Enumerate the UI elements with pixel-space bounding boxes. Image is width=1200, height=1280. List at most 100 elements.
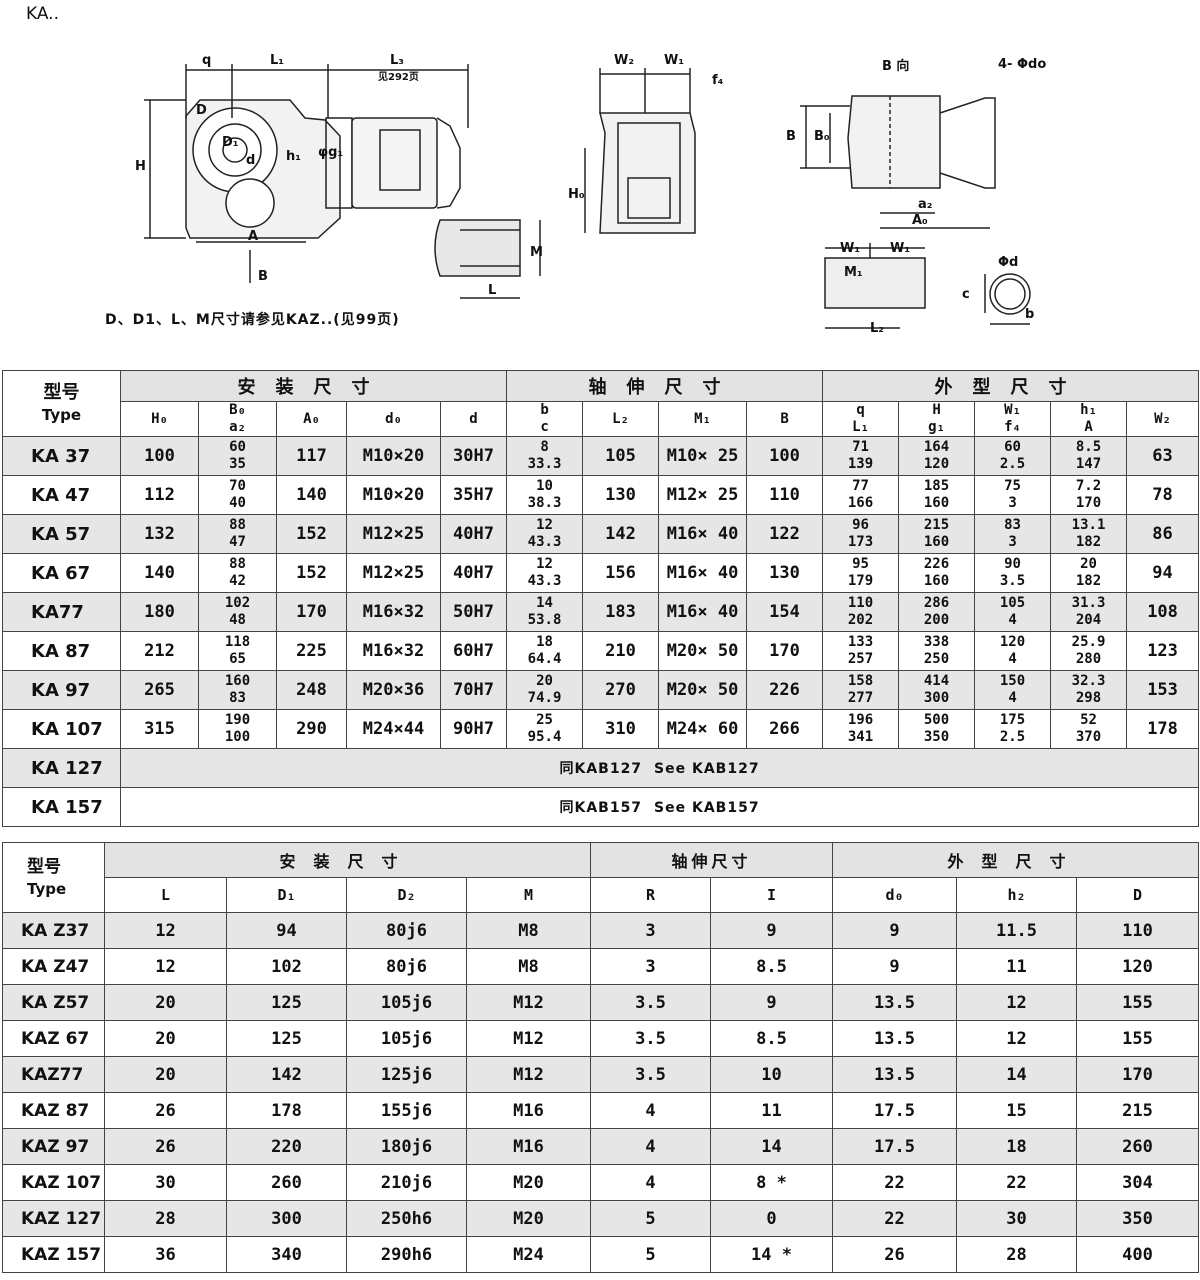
cell-value: 185 [923,478,950,494]
table-cell: 10 [710,1056,834,1093]
cell-value: 38.3 [527,495,562,511]
table-cell: 105j6 [346,984,467,1021]
cell-value: 20 [536,673,553,689]
row-type: KA 157 [2,787,121,827]
cell-value: 20 [1080,556,1097,572]
label-A: A [248,229,258,244]
row-type: KA Z57 [2,984,105,1021]
column-header-stack: d₀ [348,411,440,428]
table-cell: 340 [226,1236,347,1273]
table-cell: 215 [1076,1092,1200,1129]
type-header-2-cn: 型号 [27,856,61,877]
table-cell: 17.5 [832,1128,958,1165]
table-cell: 300 [226,1200,347,1237]
merged-reference: 同KAB127 See KAB127 [119,748,1200,788]
row-type: KA Z37 [2,912,105,949]
column-header-stack: A₀ [278,411,346,428]
column-header: B [746,401,824,437]
table-cell: 3 [590,912,712,949]
cell-value: 25 [536,712,553,728]
cell-value: 3 [1008,495,1017,511]
table-cell: 210 [582,631,660,671]
cell-value: 4 [1008,651,1017,667]
table-cell: 70H7 [439,670,508,710]
table-cell: M12× 25 [658,475,748,515]
table-cell: M10×20 [346,475,441,515]
row-type: KA 47 [2,475,121,515]
label-phid: Φd [998,255,1018,270]
table-cell: 105 [582,436,660,476]
table-cell: M12 [465,1056,592,1093]
column-header-stack: B [748,411,822,428]
table-cell: 30H7 [439,436,508,476]
merged-reference-en: See KAB157 [654,800,760,816]
cell-value: 42 [229,573,246,589]
cell-value: 226 [923,556,950,572]
row-type: KA 97 [2,670,121,710]
table-cell: 26 [104,1128,227,1165]
table-cell: 210j6 [346,1164,467,1201]
table-cell: 22 [956,1164,1078,1201]
column-header-text: h₁ [1080,402,1097,419]
cell-value: 147 [1075,456,1102,472]
merged-reference-en: See KAB127 [654,761,760,777]
table-cell: 112 [120,475,199,515]
table-cell: 94 [226,912,347,949]
column-header: M [465,877,592,913]
label-d: d [246,153,255,168]
label-f4: f₄ [712,73,724,88]
table-cell: 4 [590,1128,712,1165]
table-cell: 350 [1076,1200,1200,1237]
table-cell: 3.5 [590,1056,712,1093]
table-cell: 30 [104,1164,227,1201]
column-header-text: c [540,419,549,435]
cell-value: 215 [923,517,950,533]
table-cell: M20× 50 [658,670,748,710]
cell-value: 2.5 [999,729,1026,745]
table-cell: 12 [956,984,1078,1021]
row-type: KA 57 [2,514,121,554]
cell-value: 298 [1075,690,1102,706]
label-A0: A₀ [912,213,928,228]
table-cell: M10×20 [346,436,441,476]
table-cell: M20× 50 [658,631,748,671]
cell-value: 118 [224,634,251,650]
type-header-cn: 型号 [43,381,80,403]
column-header-text: M₁ [694,410,711,427]
table-cell: 22 [832,1164,958,1201]
cell-value: 74.9 [527,690,562,706]
merged-reference-cn: 同KAB127 [559,761,643,777]
table-cell: 100 [120,436,199,476]
table-cell: 94 [1126,553,1200,593]
cell-value: 100 [224,729,251,745]
